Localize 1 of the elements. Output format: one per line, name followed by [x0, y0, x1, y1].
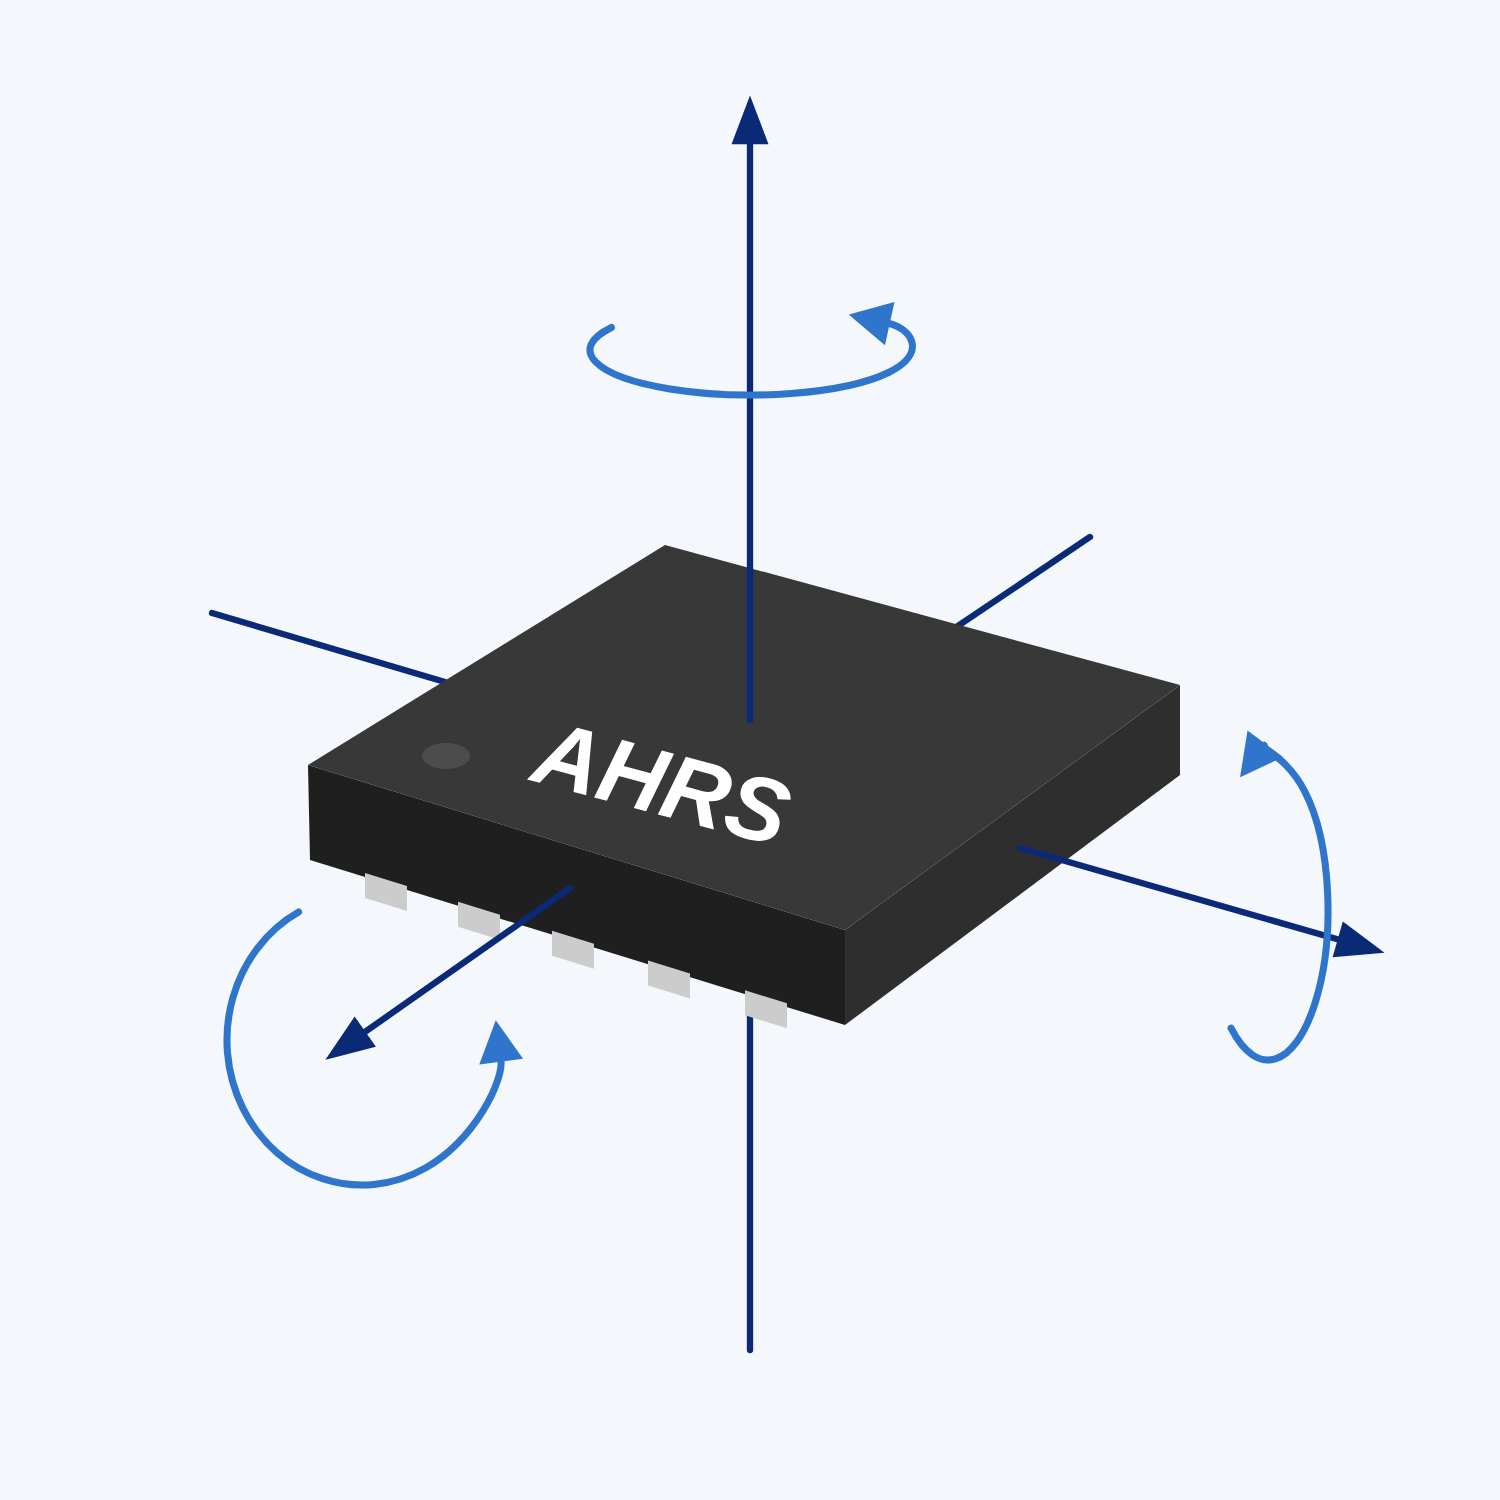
- chip-label: AHRS: [527, 727, 791, 841]
